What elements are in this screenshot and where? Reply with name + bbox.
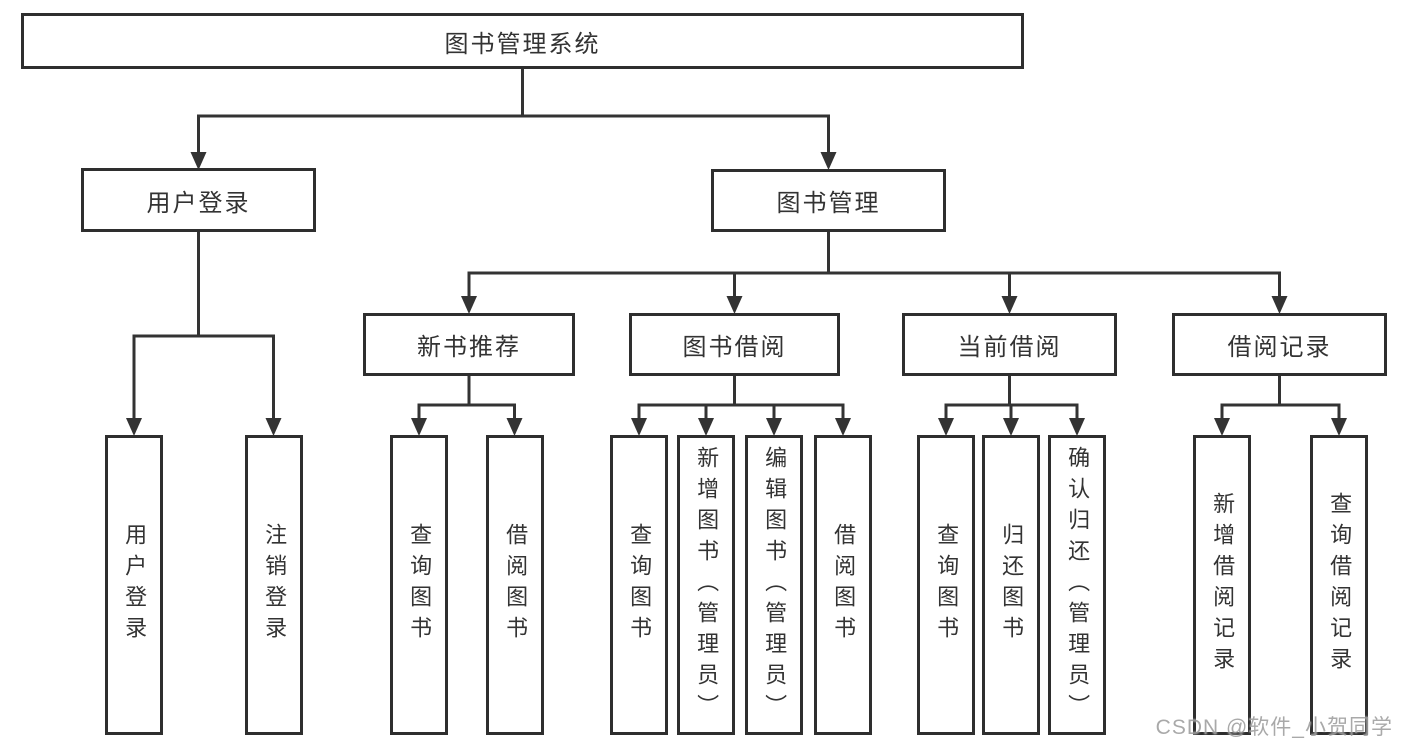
leaf-logout-label: 注销登录 [262, 523, 288, 647]
leaf-query-borrow-record: 查询借阅记录 [1310, 435, 1368, 735]
leaf-query-book-current-label: 查询图书 [934, 523, 960, 647]
arrow-down-icon [766, 418, 782, 436]
leaf-borrow-book: 借阅图书 [814, 435, 872, 735]
leaf-borrow-book-label: 借阅图书 [831, 523, 857, 647]
leaf-borrow-book-recommend: 借阅图书 [486, 435, 544, 735]
arrow-down-icon [506, 418, 523, 436]
node-root-label: 图书管理系统 [444, 30, 601, 58]
node-root: 图书管理系统 [21, 13, 1024, 69]
arrow-down-icons [126, 152, 1347, 436]
node-new-book-recommend: 新书推荐 [363, 313, 575, 376]
arrow-down-icon [938, 418, 954, 436]
leaf-query-book-borrow-label: 查询图书 [627, 523, 653, 647]
leaf-return-book-label: 归还图书 [999, 523, 1025, 647]
arrow-down-icon [126, 418, 142, 436]
arrow-down-icon [411, 418, 427, 436]
leaf-query-book-recommend: 查询图书 [390, 435, 448, 735]
node-book-management-branch-label: 图书管理 [776, 190, 881, 217]
leaf-confirm-return-admin: 确认归还（管理员） [1048, 435, 1106, 735]
arrow-down-icon [726, 296, 743, 314]
leaf-query-book-recommend-label: 查询图书 [407, 523, 433, 647]
leaf-add-borrow-record: 新增借阅记录 [1193, 435, 1251, 735]
leaf-edit-book-admin-label: 编辑图书（管理员） [762, 445, 788, 725]
arrow-down-icon [698, 418, 714, 436]
arrow-down-icon [1214, 418, 1230, 436]
node-book-borrow: 图书借阅 [629, 313, 840, 376]
arrow-down-icon [820, 152, 837, 170]
arrow-down-icon [1003, 418, 1019, 436]
leaf-add-book-admin: 新增图书（管理员） [677, 435, 735, 735]
leaf-query-book-borrow: 查询图书 [610, 435, 668, 735]
arrow-down-icon [835, 418, 851, 436]
leaf-return-book: 归还图书 [982, 435, 1040, 735]
leaf-borrow-book-recommend-label: 借阅图书 [503, 523, 529, 647]
arrow-down-icon [461, 296, 477, 314]
leaf-add-borrow-record-label: 新增借阅记录 [1210, 492, 1236, 678]
watermark: CSDN @软件_小贺同学 [1155, 716, 1393, 739]
arrow-down-icon [1001, 296, 1018, 314]
leaf-add-book-admin-label: 新增图书（管理员） [694, 445, 720, 725]
arrow-down-icon [1271, 296, 1288, 314]
leaf-user-login: 用户登录 [105, 435, 163, 735]
leaf-logout: 注销登录 [245, 435, 303, 735]
arrow-down-icon [631, 418, 647, 436]
arrow-down-icon [1069, 418, 1085, 436]
node-book-borrow-label: 图书借阅 [682, 334, 787, 361]
arrow-down-icon [1331, 418, 1347, 436]
leaf-query-borrow-record-label: 查询借阅记录 [1327, 492, 1353, 678]
node-new-book-recommend-label: 新书推荐 [417, 334, 521, 361]
node-user-login-branch: 用户登录 [81, 168, 316, 232]
node-book-management-branch: 图书管理 [711, 169, 946, 232]
node-borrow-records-label: 借阅记录 [1227, 334, 1332, 361]
leaf-confirm-return-admin-label: 确认归还（管理员） [1065, 445, 1091, 725]
leaf-edit-book-admin: 编辑图书（管理员） [745, 435, 803, 735]
node-current-borrow: 当前借阅 [902, 313, 1117, 376]
arrow-down-icon [265, 418, 282, 436]
connector-lines [132, 69, 1341, 420]
arrow-down-icon [190, 152, 207, 170]
node-current-borrow-label: 当前借阅 [957, 334, 1062, 361]
leaf-query-book-current: 查询图书 [917, 435, 975, 735]
node-borrow-records: 借阅记录 [1172, 313, 1387, 376]
node-user-login-branch-label: 用户登录 [146, 189, 251, 217]
leaf-user-login-label: 用户登录 [122, 523, 148, 647]
